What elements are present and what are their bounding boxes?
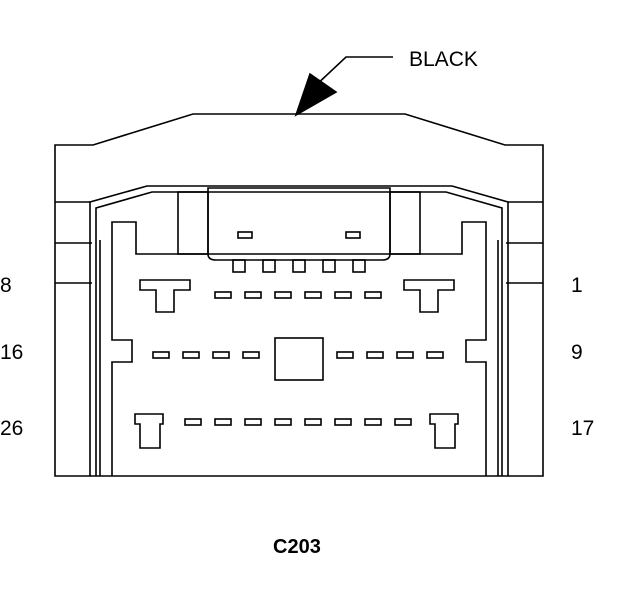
center-block xyxy=(274,337,324,381)
inner-shell xyxy=(89,185,509,476)
connector-color-label: BLACK xyxy=(409,48,478,71)
row1-cavities xyxy=(214,291,382,299)
row3-cavities xyxy=(184,418,412,426)
pin-label-row2-left: 16 xyxy=(0,341,24,364)
pin-label-row1-right: 1 xyxy=(571,274,583,297)
pin-label-row3-right: 17 xyxy=(571,417,595,440)
color-leader-arrow xyxy=(294,56,393,117)
row2-cavities xyxy=(152,351,444,359)
pin-label-row1-left: 8 xyxy=(0,274,12,297)
connector-id-label: C203 xyxy=(273,536,321,558)
row3-keys xyxy=(134,413,459,449)
left-ribs xyxy=(99,240,499,476)
latch-tab xyxy=(177,187,421,261)
pin-label-row3-left: 26 xyxy=(0,417,24,440)
housing-outline xyxy=(54,113,544,477)
connector-face xyxy=(111,221,487,476)
pin-label-row2-right: 9 xyxy=(571,341,583,364)
latch-teeth xyxy=(232,259,366,273)
side-rails xyxy=(55,201,543,284)
row1-keys xyxy=(139,279,455,313)
